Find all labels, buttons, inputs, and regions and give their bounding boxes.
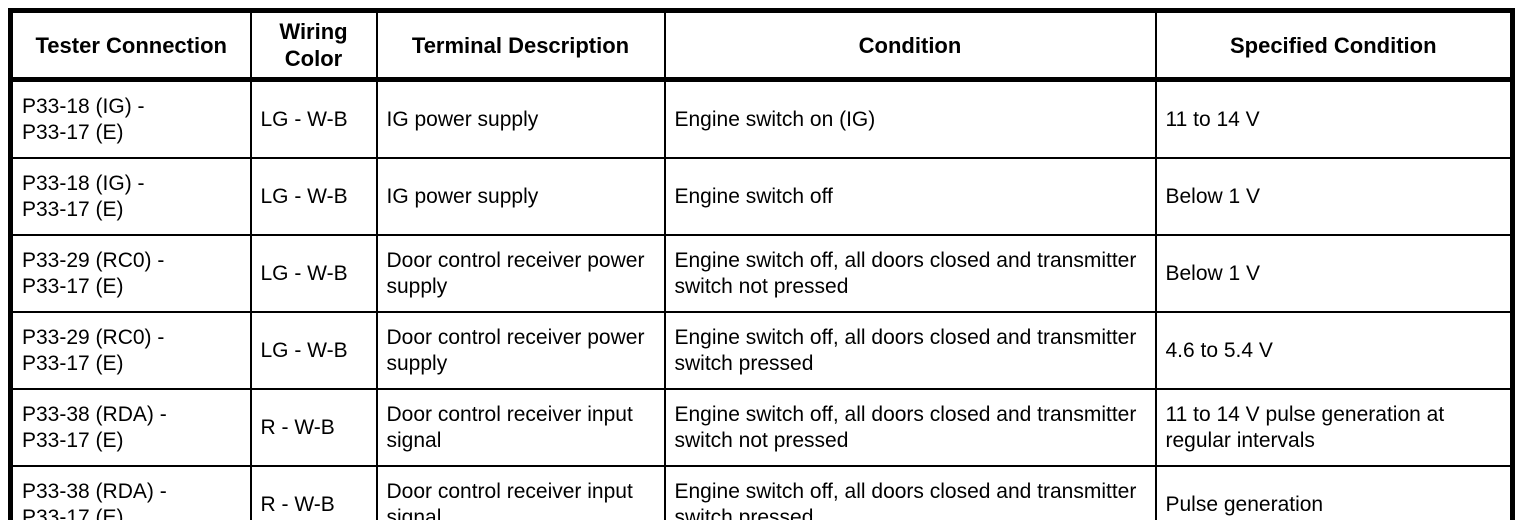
cell-tester-connection: P33-29 (RC0) - P33-17 (E) bbox=[9, 234, 252, 313]
header-cell-tester-connection: Tester Connection bbox=[9, 9, 252, 82]
cell-condition: Engine switch off, all doors closed and … bbox=[663, 234, 1157, 313]
table-row: P33-29 (RC0) - P33-17 (E) LG - W-B Door … bbox=[9, 311, 1514, 390]
cell-condition: Engine switch off bbox=[663, 157, 1157, 236]
cell-condition: Engine switch off, all doors closed and … bbox=[663, 311, 1157, 390]
header-cell-condition: Condition bbox=[663, 9, 1157, 82]
cell-tester-connection: P33-38 (RDA) - P33-17 (E) bbox=[9, 465, 252, 520]
cell-specified-condition: Below 1 V bbox=[1154, 234, 1514, 313]
tester-connection-spec-table: Tester Connection Wiring Color Terminal … bbox=[8, 8, 1515, 520]
cell-wiring-color: R - W-B bbox=[249, 465, 378, 520]
table-row: P33-29 (RC0) - P33-17 (E) LG - W-B Door … bbox=[9, 234, 1514, 313]
cell-wiring-color: LG - W-B bbox=[249, 311, 378, 390]
cell-terminal-description: IG power supply bbox=[375, 78, 666, 159]
cell-wiring-color: LG - W-B bbox=[249, 78, 378, 159]
cell-terminal-description: Door control receiver input signal bbox=[375, 388, 666, 467]
cell-tester-connection: P33-18 (IG) - P33-17 (E) bbox=[9, 157, 252, 236]
cell-specified-condition: Below 1 V bbox=[1154, 157, 1514, 236]
cell-wiring-color: R - W-B bbox=[249, 388, 378, 467]
header-cell-specified-condition: Specified Condition bbox=[1154, 9, 1514, 82]
cell-specified-condition: 4.6 to 5.4 V bbox=[1154, 311, 1514, 390]
cell-condition: Engine switch off, all doors closed and … bbox=[663, 465, 1157, 520]
header-row: Tester Connection Wiring Color Terminal … bbox=[9, 9, 1514, 82]
cell-condition: Engine switch off, all doors closed and … bbox=[663, 388, 1157, 467]
cell-wiring-color: LG - W-B bbox=[249, 157, 378, 236]
header-cell-terminal-description: Terminal Description bbox=[375, 9, 666, 82]
cell-tester-connection: P33-38 (RDA) - P33-17 (E) bbox=[9, 388, 252, 467]
cell-tester-connection: P33-29 (RC0) - P33-17 (E) bbox=[9, 311, 252, 390]
table-row: P33-18 (IG) - P33-17 (E) LG - W-B IG pow… bbox=[9, 157, 1514, 236]
table-row: P33-38 (RDA) - P33-17 (E) R - W-B Door c… bbox=[9, 465, 1514, 520]
cell-condition: Engine switch on (IG) bbox=[663, 78, 1157, 159]
cell-terminal-description: Door control receiver input signal bbox=[375, 465, 666, 520]
cell-terminal-description: Door control receiver power supply bbox=[375, 234, 666, 313]
cell-tester-connection: P33-18 (IG) - P33-17 (E) bbox=[9, 78, 252, 159]
cell-specified-condition: Pulse generation bbox=[1154, 465, 1514, 520]
header-cell-wiring-color: Wiring Color bbox=[249, 9, 378, 82]
cell-wiring-color: LG - W-B bbox=[249, 234, 378, 313]
table-row: P33-38 (RDA) - P33-17 (E) R - W-B Door c… bbox=[9, 388, 1514, 467]
table-row: P33-18 (IG) - P33-17 (E) LG - W-B IG pow… bbox=[9, 78, 1514, 159]
cell-terminal-description: IG power supply bbox=[375, 157, 666, 236]
cell-specified-condition: 11 to 14 V bbox=[1154, 78, 1514, 159]
cell-specified-condition: 11 to 14 V pulse generation at regular i… bbox=[1154, 388, 1514, 467]
cell-terminal-description: Door control receiver power supply bbox=[375, 311, 666, 390]
